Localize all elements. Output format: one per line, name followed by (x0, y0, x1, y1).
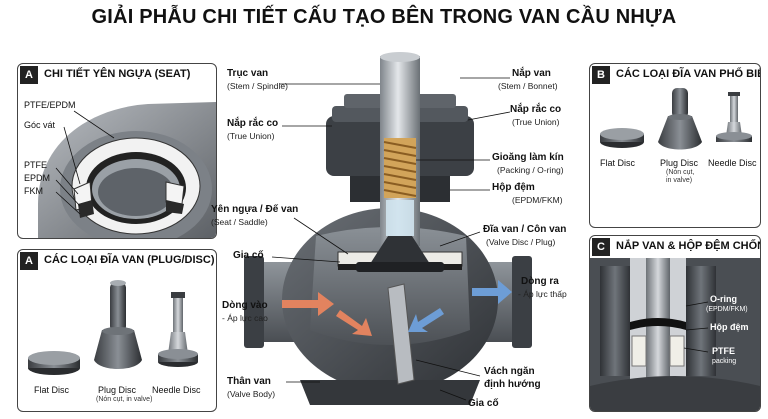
label-nap-rac-co-right: Nắp rắc co (510, 104, 562, 115)
label-than-van: Thân van (227, 376, 271, 387)
panel-common-discs: B CÁC LOẠI ĐĨA VAN PHỔ BIẾN Flat Disc Plu… (589, 63, 761, 228)
label-packing: packing (712, 358, 737, 365)
label-needle-disc: Needle Disc (708, 158, 757, 168)
label-fkm: FKM (24, 186, 43, 196)
label-dia-van: Đĩa van / Côn van (483, 224, 567, 235)
panel-title: CÁC LOẠI ĐĨA VAN PHỔ BIẾN (616, 68, 761, 80)
seat-illustration (38, 102, 216, 238)
label-plug-disc-sub: (Nón cụt, in valve) (96, 396, 153, 403)
label-than-van-sub: (Valve Body) (227, 389, 276, 399)
label-dong-ra-sub: - Áp lực thấp (518, 289, 567, 299)
label-plug-disc: Plug Disc (660, 158, 699, 168)
disc-types-illustration (28, 280, 198, 375)
bonnet-packing-illustration (590, 258, 760, 411)
label-plug-disc: Plug Disc (98, 385, 137, 395)
panel-seat-detail: A CHI TIẾT YÊN NGỰA (SEAT) PTFE/EPDM Góc … (17, 63, 217, 239)
label-truc-van: Trục van (227, 68, 269, 79)
label-dong-ra: Dòng ra (521, 276, 559, 287)
label-goc-vat: Góc vát (24, 120, 56, 130)
label-oring: O-ring (710, 294, 737, 304)
label-vach-ngan-2: định hướng (484, 379, 541, 390)
common-discs-illustration (600, 88, 752, 150)
panel-badge: C (592, 238, 610, 256)
label-vach-ngan-1: Vách ngăn (484, 366, 535, 377)
label-flat-disc: Flat Disc (600, 158, 636, 168)
label-hop-dem-sub: (EPDM/FKM) (512, 195, 563, 205)
label-gioang-sub: (Packing / O-ring) (497, 165, 564, 175)
label-gia-co-left: Gia cố (233, 250, 264, 261)
panel-badge: B (592, 66, 610, 84)
label-plug-sub-2: in valve) (666, 177, 693, 184)
label-nap-van-sub: (Stem / Bonnet) (498, 81, 558, 91)
label-hop-dem: Hộp đệm (710, 322, 749, 332)
panel-bonnet-packing: C NẮP VAN & HỘP ĐỆM CHỐNG RÒ RỈ O-ring (E… (589, 235, 761, 412)
label-epdm: EPDM (24, 173, 51, 183)
label-nap-rac-co-right-sub: (True Union) (512, 117, 560, 127)
label-gioang: Gioăng làm kín (492, 152, 564, 163)
label-dong-vao: Dòng vào (222, 300, 268, 311)
page-title: GIẢI PHẪU CHI TIẾT CẤU TẠO BÊN TRONG VAN… (91, 6, 677, 28)
label-truc-van-sub: (Stem / Spindle) (227, 81, 288, 91)
label-dong-vao-sub: - Áp lực cao (222, 313, 268, 323)
panel-badge: A (20, 66, 38, 84)
label-hop-dem: Hộp đệm (492, 182, 535, 193)
label-flat-disc: Flat Disc (34, 385, 70, 395)
panel-title: CÁC LOẠI ĐĨA VAN (PLUG/DISC) (44, 254, 215, 266)
label-nap-rac-co-left: Nắp rắc co (227, 118, 279, 129)
panel-badge: A (20, 252, 38, 270)
label-gia-co-bottom: Gia cố (468, 398, 499, 409)
label-ptfe: PTFE (712, 346, 736, 356)
label-yen-ngua-sub: (Seat / Saddle) (211, 217, 268, 227)
label-yen-ngua: Yên ngựa / Đế van (211, 204, 299, 215)
label-needle-disc: Needle Disc (152, 385, 201, 395)
label-dia-van-sub: (Valve Disc / Plug) (486, 237, 556, 247)
label-plug-sub-1: (Nón cụt, (666, 169, 695, 176)
label-nap-van: Nắp van (512, 68, 551, 79)
panel-title: NẮP VAN & HỘP ĐỆM CHỐNG RÒ RỈ (616, 240, 760, 252)
label-oring-sub: (EPDM/FKM) (706, 306, 748, 313)
label-ptfe: PTFE (24, 160, 48, 170)
label-ptfe-epdm: PTFE/EPDM (24, 100, 76, 110)
label-nap-rac-co-left-sub: (True Union) (227, 131, 275, 141)
panel-title: CHI TIẾT YÊN NGỰA (SEAT) (44, 68, 191, 80)
